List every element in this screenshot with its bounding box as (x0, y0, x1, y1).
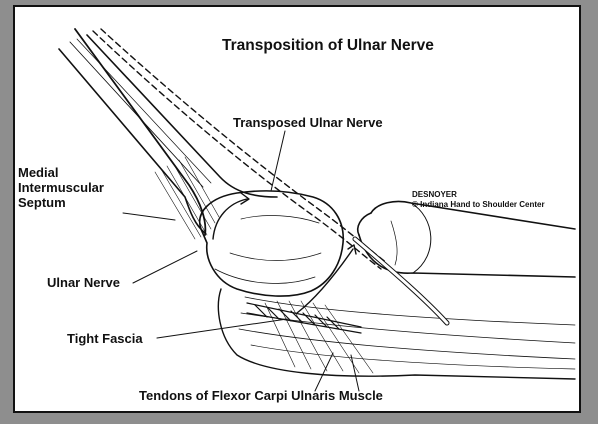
label-tight-fascia: Tight Fascia (67, 331, 143, 346)
leader-ulnar (133, 251, 197, 283)
label-transposed-ulnar-nerve: Transposed Ulnar Nerve (233, 115, 383, 130)
ulnar-nerve-transposed (93, 31, 381, 269)
credit-owner: © Indiana Hand to Shoulder Center (412, 200, 545, 210)
label-septum-line-3: Septum (18, 195, 138, 210)
label-tendons-fcu: Tendons of Flexor Carpi Ulnaris Muscle (139, 388, 383, 403)
figure-title: Transposition of Ulnar Nerve (222, 37, 434, 55)
leader-tendons-a (315, 353, 333, 391)
label-medial-intermuscular-septum: Medial Intermuscular Septum (18, 165, 138, 210)
leader-transposed (271, 131, 285, 191)
credit-artist: DESNOYER (412, 190, 545, 200)
illustration-panel: Transposition of Ulnar Nerve Transposed … (13, 5, 581, 413)
artist-credit: DESNOYER © Indiana Hand to Shoulder Cent… (412, 190, 545, 210)
leader-tendons-b (351, 355, 359, 391)
epicondyle (200, 191, 343, 296)
label-septum-line-1: Medial (18, 165, 138, 180)
elbow-illustration (15, 7, 581, 413)
label-ulnar-nerve: Ulnar Nerve (47, 275, 120, 290)
ulna-bone (358, 201, 575, 277)
leader-fascia (157, 319, 287, 338)
leader-septum (123, 213, 175, 220)
forearm-muscle (218, 289, 575, 379)
label-septum-line-2: Intermuscular (18, 180, 138, 195)
